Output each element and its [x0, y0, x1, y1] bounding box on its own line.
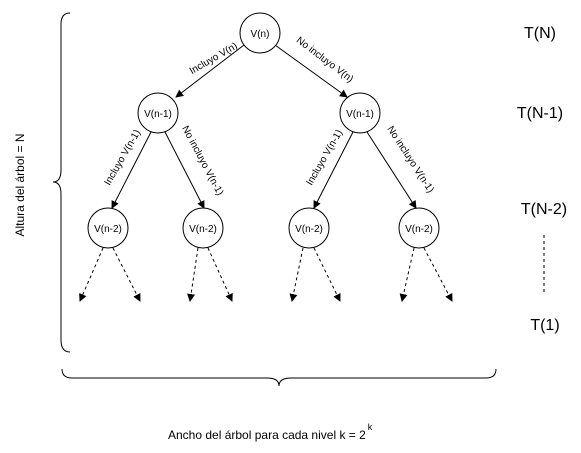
height-label: Altura del árbol = N	[13, 133, 27, 236]
width-label: Ancho del árbol para cada nivel k = 2k	[168, 422, 373, 442]
continuation-arrows	[79, 247, 453, 302]
node-l2-b-label: V(n-2)	[189, 224, 217, 235]
width-label-exponent: k	[368, 422, 373, 432]
node-l1-right: V(n-1)	[339, 92, 381, 134]
node-l2-b: V(n-2)	[182, 207, 224, 249]
node-l2-c: V(n-2)	[288, 207, 330, 249]
level-label-2: T(N-2)	[521, 201, 567, 218]
node-l1-left-label: V(n-1)	[144, 109, 172, 120]
node-root: V(n)	[239, 12, 281, 54]
edge-left-include	[111, 131, 152, 209]
level-label-0: T(N)	[524, 25, 556, 42]
node-root-label: V(n)	[251, 29, 270, 40]
node-l1-right-label: V(n-1)	[346, 109, 374, 120]
edge-root-left	[175, 44, 245, 98]
edge-label-right-exclude: No incluyo V(n-1)	[384, 124, 435, 195]
node-l2-c-label: V(n-2)	[295, 224, 323, 235]
node-l2-d-label: V(n-2)	[405, 224, 433, 235]
edge-label-right-include: Incluyo V(n-1)	[305, 128, 346, 187]
edge-label-left-exclude: No incluyo V(n-1)	[179, 124, 225, 197]
node-l2-a-label: V(n-2)	[94, 224, 122, 235]
edge-label-root-right: No incluyo V(n)	[294, 35, 355, 85]
level-label-1: T(N-1)	[517, 105, 563, 122]
edge-label-left-include: Incluyo V(n-1)	[103, 128, 144, 187]
edge-right-exclude	[366, 131, 417, 209]
edge-right-include	[313, 131, 354, 209]
node-l2-d: V(n-2)	[398, 207, 440, 249]
edge-root-right	[274, 44, 348, 98]
level-label-last: T(1)	[530, 317, 559, 334]
node-l1-left: V(n-1)	[137, 92, 179, 134]
node-l2-a: V(n-2)	[87, 207, 129, 249]
height-brace	[52, 12, 71, 353]
width-brace	[61, 368, 497, 387]
edge-left-exclude	[164, 131, 205, 209]
edge-label-root-left: Incluyo V(n)	[188, 41, 240, 77]
